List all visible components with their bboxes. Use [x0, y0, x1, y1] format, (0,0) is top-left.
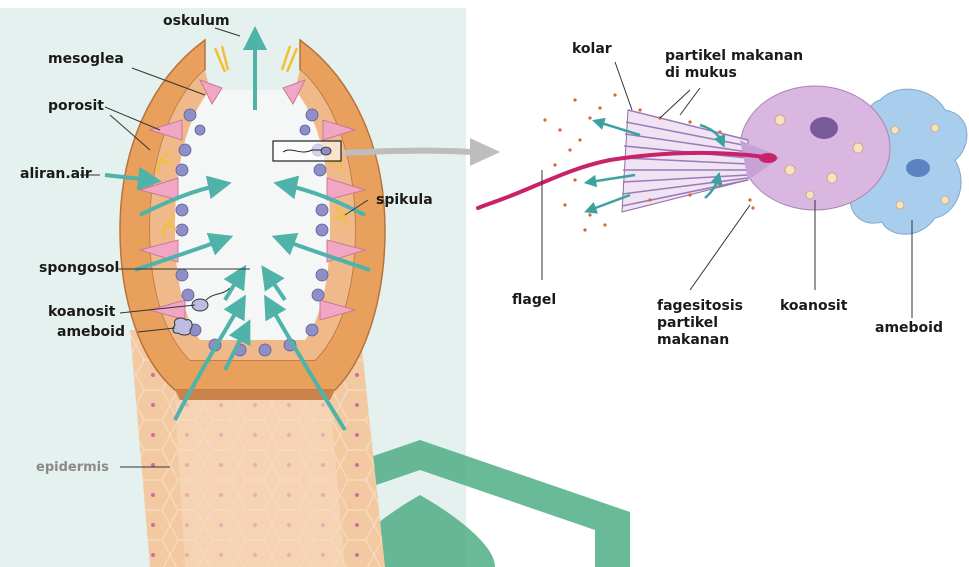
label-kolar: kolar: [572, 41, 612, 58]
label-epidermis: epidermis: [36, 459, 109, 476]
label-spongosol: spongosol: [39, 260, 119, 277]
label-porosit: porosit: [48, 98, 104, 115]
sponge-body: [120, 40, 385, 567]
koanosit-cell-detail: [740, 86, 890, 210]
label-oskulum: oskulum: [163, 13, 230, 30]
label-fagesitosis: fagesitosis partikel makanan: [657, 298, 743, 349]
label-mesoglea: mesoglea: [48, 51, 124, 68]
label-spikula: spikula: [376, 192, 433, 209]
label-partikel-makanan-di-mukus: partikel makanan di mukus: [665, 48, 803, 82]
label-ameboid-left: ameboid: [57, 324, 125, 341]
label-ameboid-right: ameboid: [875, 320, 943, 337]
label-koanosit-left: koanosit: [48, 304, 115, 321]
label-koanosit-right: koanosit: [780, 298, 847, 315]
label-aliran-air: aliran.air: [20, 166, 92, 183]
label-flagel: flagel: [512, 292, 556, 309]
